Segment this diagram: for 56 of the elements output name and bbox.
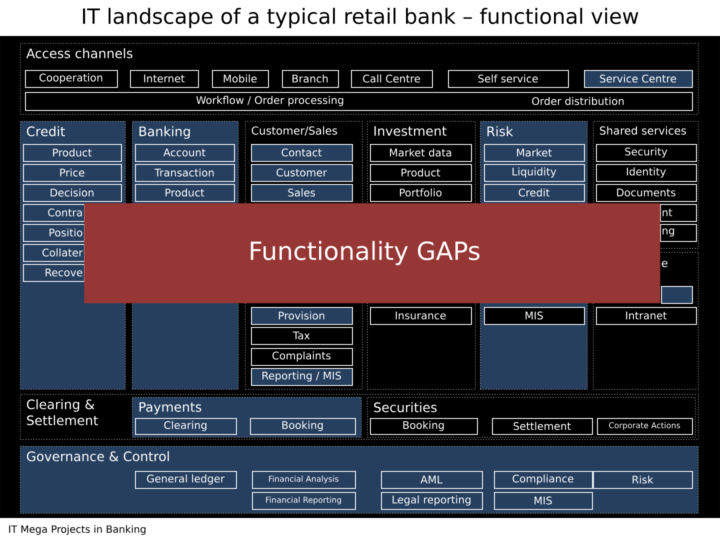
function-box: Market data — [370, 144, 472, 162]
function-box: Call Centre — [351, 70, 433, 88]
function-box: nt — [660, 204, 697, 222]
function-box: MIS — [484, 307, 585, 325]
function-box: Recove — [23, 264, 85, 282]
function-box: Transaction — [135, 164, 235, 182]
function-box: Price — [23, 164, 122, 182]
function-box: Security — [596, 144, 697, 162]
function-box: Market — [484, 144, 585, 162]
function-box: Credit — [484, 184, 585, 202]
function-box: Provision — [251, 307, 353, 325]
process-bar: Workflow / Order processing Order distribution — [25, 92, 693, 111]
function-box: Complaints — [251, 348, 353, 366]
function-box: Product — [370, 164, 472, 182]
function-box: Customer — [251, 164, 353, 182]
function-box: Sales — [251, 184, 353, 202]
function-box: Corporate Actions — [597, 418, 693, 435]
function-box: Internet — [130, 70, 199, 88]
function-box: Service Centre — [584, 70, 693, 88]
function-box: Financial Reporting — [252, 492, 356, 510]
function-box: Financial Analysis — [252, 471, 356, 489]
function-box: Insurance — [370, 307, 472, 325]
footer-text: IT Mega Projects in Banking — [9, 525, 146, 535]
function-box: Decision — [23, 184, 122, 202]
function-box: Contact — [251, 144, 353, 162]
function-box: Product — [135, 184, 235, 202]
function-box: Cooperation — [25, 70, 118, 88]
title: IT landscape of a typical retail bank – functional view — [83, 8, 638, 28]
function-box: Booking — [370, 418, 478, 435]
function-box: General ledger — [135, 471, 237, 489]
overlay-dialog: Functionality GAPs — [84, 203, 660, 304]
function-box: Compliance — [494, 471, 593, 489]
function-box: Clearing — [135, 418, 237, 435]
function-box: Risk — [593, 471, 693, 489]
function-box: Account — [135, 144, 235, 162]
function-box: MIS — [494, 492, 593, 510]
function-box: Intranet — [596, 307, 697, 325]
function-box: Settlement — [492, 418, 593, 435]
function-box: Mobile — [212, 70, 269, 88]
function-box: AML — [381, 471, 483, 489]
function-box: Positio — [23, 224, 85, 242]
function-box: Branch — [282, 70, 339, 88]
function-box: Portfolio — [370, 184, 472, 202]
function-box — [661, 286, 693, 304]
function-box: Liquidity — [484, 164, 585, 182]
function-box: Booking — [250, 418, 356, 435]
function-box: ng — [660, 224, 697, 242]
function-box: Tax — [251, 327, 353, 345]
function-box: Collater — [23, 244, 85, 262]
function-box: Product — [23, 144, 122, 162]
function-box: Legal reporting — [381, 492, 483, 510]
function-box: Identity — [596, 164, 697, 182]
function-box: Documents — [596, 184, 697, 202]
function-box: Self service — [448, 70, 569, 88]
function-box: Reporting / MIS — [251, 368, 353, 386]
function-box: Contra — [23, 204, 85, 222]
